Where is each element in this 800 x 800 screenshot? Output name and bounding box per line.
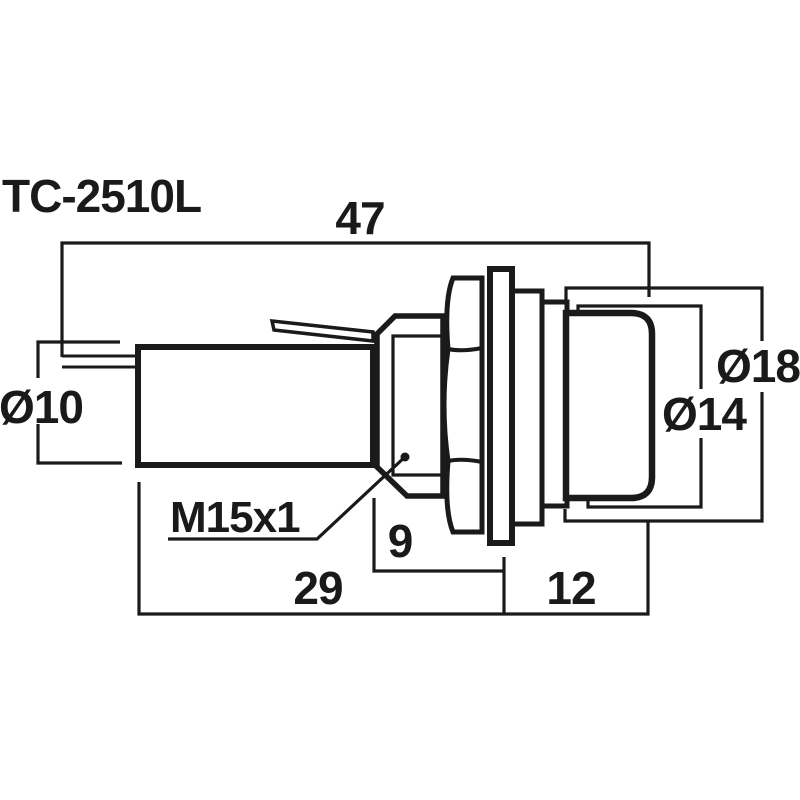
lead-wire — [62, 354, 138, 369]
label-body-diameter: Ø10 — [0, 381, 83, 433]
thread-leader-line — [168, 453, 409, 541]
dim-total-length-lines — [60, 241, 651, 357]
label-front-length: 12 — [546, 562, 595, 614]
button-cap — [562, 309, 656, 502]
dim-body-length-lines — [137, 482, 504, 616]
label-body-length: 29 — [293, 562, 342, 614]
dim-button-diameter-lines — [576, 304, 703, 509]
dim-collar-diameter-lines — [563, 286, 764, 523]
dim-body-diameter-lines — [36, 340, 122, 465]
washer — [487, 266, 515, 546]
switch-body — [135, 344, 376, 468]
thread-bushing — [374, 313, 446, 499]
label-collar-diameter: Ø18 — [716, 340, 800, 392]
label-thread-spec: M15x1 — [170, 493, 300, 542]
dim-thread-length-lines — [372, 498, 506, 615]
thread-leader-dot — [400, 452, 410, 462]
hex-nut-facet-line-bottom — [447, 457, 483, 464]
label-button-diameter: Ø14 — [662, 388, 747, 440]
thread-bushing-inner-line — [391, 334, 443, 477]
label-total-length: 47 — [335, 192, 384, 244]
hex-nut-facet-line-top — [447, 346, 483, 353]
label-thread-length: 9 — [388, 515, 413, 567]
terminal-lever — [269, 318, 375, 343]
model-title: TC-2510L — [2, 170, 201, 222]
hex-nut — [441, 275, 485, 535]
collar-flange — [509, 288, 545, 527]
dim-front-length-lines — [504, 521, 650, 616]
